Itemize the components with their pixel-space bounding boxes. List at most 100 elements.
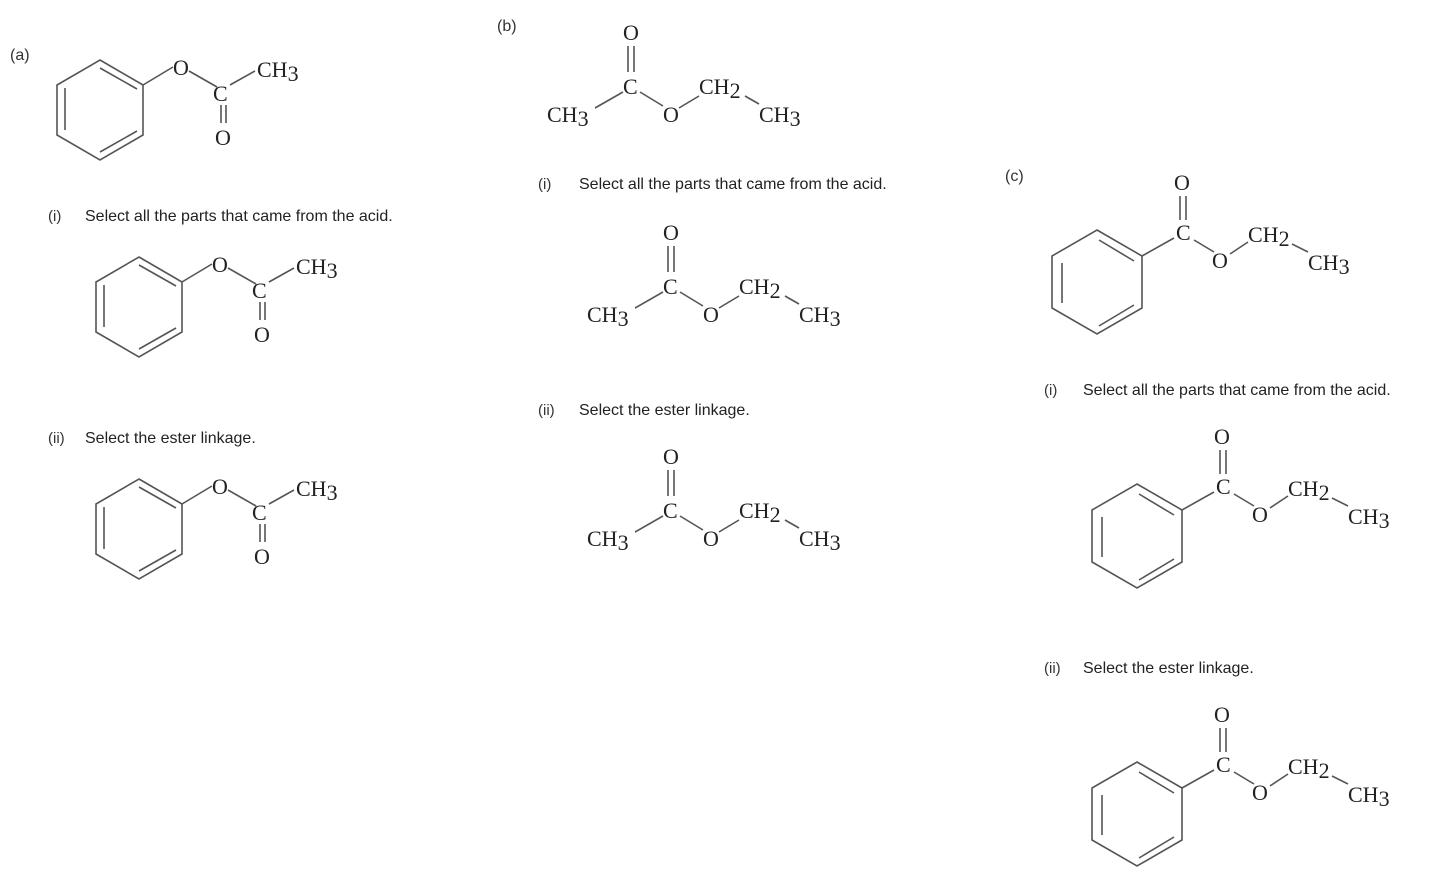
atom-o-ester[interactable]: O xyxy=(212,252,228,277)
bond xyxy=(138,486,177,509)
atom-o-ester: O xyxy=(663,102,679,127)
atom-c-carbonyl[interactable]: C xyxy=(663,274,678,299)
question-a-ii-number: (ii) xyxy=(48,430,65,447)
atom-o-carbonyl[interactable]: O xyxy=(663,220,679,245)
bond xyxy=(1331,497,1349,507)
atom-ch3-terminal[interactable]: CH3 xyxy=(1348,504,1390,533)
bond xyxy=(99,67,138,90)
atom-o-ester[interactable]: O xyxy=(212,474,228,499)
bond-o-c xyxy=(188,70,218,88)
atom-ch3[interactable]: CH3 xyxy=(296,254,338,283)
molecule-phenyl-acetate-q-ii[interactable]: O C CH3 O xyxy=(94,474,354,584)
bond xyxy=(138,327,177,350)
molecule-ethyl-acetate[interactable]: O C CH3 O CH2 CH3 xyxy=(545,18,825,131)
bond xyxy=(744,95,760,105)
bond xyxy=(1138,493,1175,516)
atom-c-carbonyl: C xyxy=(1176,220,1191,245)
bond xyxy=(1138,836,1175,859)
atom-c-carbonyl: C xyxy=(623,74,638,99)
atom-c-carbonyl[interactable]: C xyxy=(252,278,267,303)
atom-o-ester[interactable]: O xyxy=(703,526,719,551)
molecule-phenyl-acetate[interactable]: O C CH3 O xyxy=(55,55,315,165)
bond-c-ch3 xyxy=(229,70,256,86)
molecule-ethyl-benzoate[interactable]: C O O CH2 CH3 xyxy=(1051,168,1372,338)
bond xyxy=(1141,237,1175,257)
part-b-label: (b) xyxy=(497,18,517,35)
question-b-ii-number: (ii) xyxy=(538,402,555,419)
question-a-i-text: Select all the parts that came from the … xyxy=(85,208,393,225)
bond xyxy=(634,291,664,309)
atom-c-carbonyl[interactable]: C xyxy=(252,500,267,525)
bond xyxy=(138,549,177,572)
bond xyxy=(1091,761,1183,867)
bond xyxy=(1233,493,1255,507)
atom-ch3-terminal[interactable]: CH3 xyxy=(1348,782,1390,811)
question-c-ii-text: Select the ester linkage. xyxy=(1083,660,1254,677)
benzene-ring[interactable] xyxy=(1091,483,1183,589)
bond xyxy=(138,264,177,287)
bond xyxy=(181,485,213,505)
atom-ch2: CH2 xyxy=(699,74,741,103)
bond xyxy=(56,59,144,161)
bond xyxy=(1229,241,1249,255)
bond xyxy=(181,263,213,283)
atom-o-carbonyl[interactable]: O xyxy=(254,322,270,347)
atom-ch3: CH3 xyxy=(257,57,299,86)
atom-c-carbonyl: C xyxy=(213,81,228,106)
benzene-ring[interactable] xyxy=(56,59,144,161)
molecule-ethyl-acetate-q-ii[interactable]: O C CH3 O CH2 CH3 xyxy=(585,442,865,555)
question-c-i-number: (i) xyxy=(1044,382,1058,399)
bond xyxy=(1291,243,1309,253)
benzene-ring[interactable] xyxy=(95,478,183,580)
question-b-i-number: (i) xyxy=(538,176,552,193)
bond xyxy=(679,515,704,531)
bond-ring-o xyxy=(142,66,174,86)
molecule-ethyl-benzoate-q-ii[interactable]: C O O CH2 CH3 xyxy=(1091,700,1412,870)
atom-o-carbonyl[interactable]: O xyxy=(1214,702,1230,727)
atom-ch3: CH3 xyxy=(547,102,589,131)
atom-o-ester[interactable]: O xyxy=(1252,780,1268,805)
benzene-ring[interactable] xyxy=(1091,761,1183,867)
atom-ch2: CH2 xyxy=(1248,222,1290,251)
bond xyxy=(634,515,664,533)
question-a-ii-text: Select the ester linkage. xyxy=(85,430,256,447)
atom-c-carbonyl[interactable]: C xyxy=(1216,752,1231,777)
molecule-ethyl-benzoate-q-i[interactable]: C O O CH2 CH3 xyxy=(1091,422,1412,592)
atom-ch2[interactable]: CH2 xyxy=(739,274,781,303)
bond xyxy=(1098,304,1135,327)
question-c-i-text: Select all the parts that came from the … xyxy=(1083,382,1391,399)
atom-ch3[interactable]: CH3 xyxy=(587,302,629,331)
bond xyxy=(1269,773,1289,787)
question-c-ii-number: (ii) xyxy=(1044,660,1061,677)
question-b-ii-text: Select the ester linkage. xyxy=(579,402,750,419)
atom-ch3[interactable]: CH3 xyxy=(296,476,338,505)
atom-ch2[interactable]: CH2 xyxy=(739,498,781,527)
benzene-ring[interactable] xyxy=(1051,229,1143,335)
atom-o-ester[interactable]: O xyxy=(703,302,719,327)
atom-o-carbonyl[interactable]: O xyxy=(254,544,270,569)
bond xyxy=(639,91,664,107)
bond xyxy=(784,519,800,529)
bond xyxy=(95,478,183,580)
bond xyxy=(718,519,740,533)
bond xyxy=(95,256,183,358)
bond xyxy=(227,267,257,285)
bond xyxy=(268,489,295,505)
atom-ch3[interactable]: CH3 xyxy=(587,526,629,555)
benzene-ring[interactable] xyxy=(95,256,183,358)
atom-ch2[interactable]: CH2 xyxy=(1288,476,1330,505)
atom-c-carbonyl[interactable]: C xyxy=(663,498,678,523)
molecule-phenyl-acetate-q-i[interactable]: O C CH3 O xyxy=(94,252,354,362)
question-a-i-number: (i) xyxy=(48,208,62,225)
atom-c-carbonyl[interactable]: C xyxy=(1216,474,1231,499)
question-b-i-text: Select all the parts that came from the … xyxy=(579,176,887,193)
atom-ch3-terminal[interactable]: CH3 xyxy=(799,526,841,555)
bond xyxy=(1098,239,1135,262)
atom-o-carbonyl: O xyxy=(1174,170,1190,195)
atom-o-carbonyl[interactable]: O xyxy=(663,444,679,469)
atom-o-carbonyl[interactable]: O xyxy=(1214,424,1230,449)
atom-ch3-terminal[interactable]: CH3 xyxy=(799,302,841,331)
atom-ch2[interactable]: CH2 xyxy=(1288,754,1330,783)
atom-o-ester[interactable]: O xyxy=(1252,502,1268,527)
molecule-ethyl-acetate-q-i[interactable]: O C CH3 O CH2 CH3 xyxy=(585,218,865,331)
